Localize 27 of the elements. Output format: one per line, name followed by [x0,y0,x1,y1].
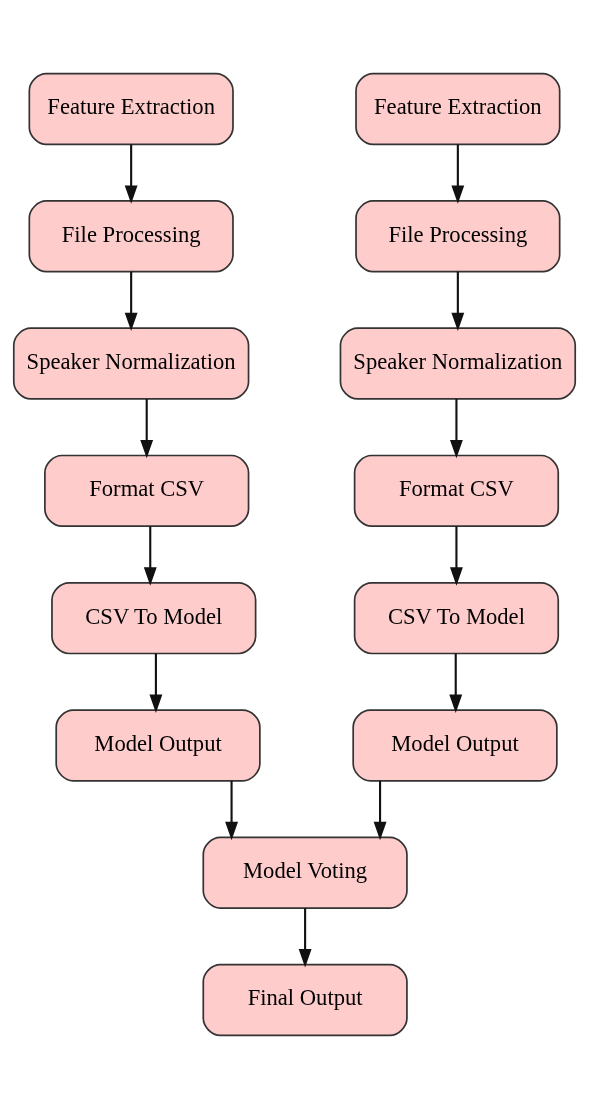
node-box: Speaker Normalization [339,327,577,400]
arrow [124,144,138,204]
arrow [149,653,163,713]
arrow [225,780,238,841]
arrow [298,908,312,968]
arrow [124,271,138,332]
node-box: Final Output [202,963,408,1037]
arrow [373,780,387,841]
arrow [140,399,154,459]
node-box: Format CSV [353,454,560,528]
node-box: CSV To Model [353,581,560,655]
node-box: Model Output [352,709,558,782]
node-box: File Processing [28,200,234,273]
node-box: Model Voting [202,836,408,909]
node-box: Model Output [55,709,261,782]
node-box: Format CSV [44,454,250,528]
arrow [451,271,465,332]
arrow [451,144,465,204]
node-box: Feature Extraction [355,72,561,146]
arrow [450,399,463,459]
node-box: File Processing [355,200,561,273]
arrow [450,526,463,586]
node-box: CSV To Model [51,581,257,655]
node-box: Speaker Normalization [12,327,250,400]
node-box: Feature Extraction [28,72,234,146]
arrow [143,526,157,586]
arrow [449,653,463,713]
